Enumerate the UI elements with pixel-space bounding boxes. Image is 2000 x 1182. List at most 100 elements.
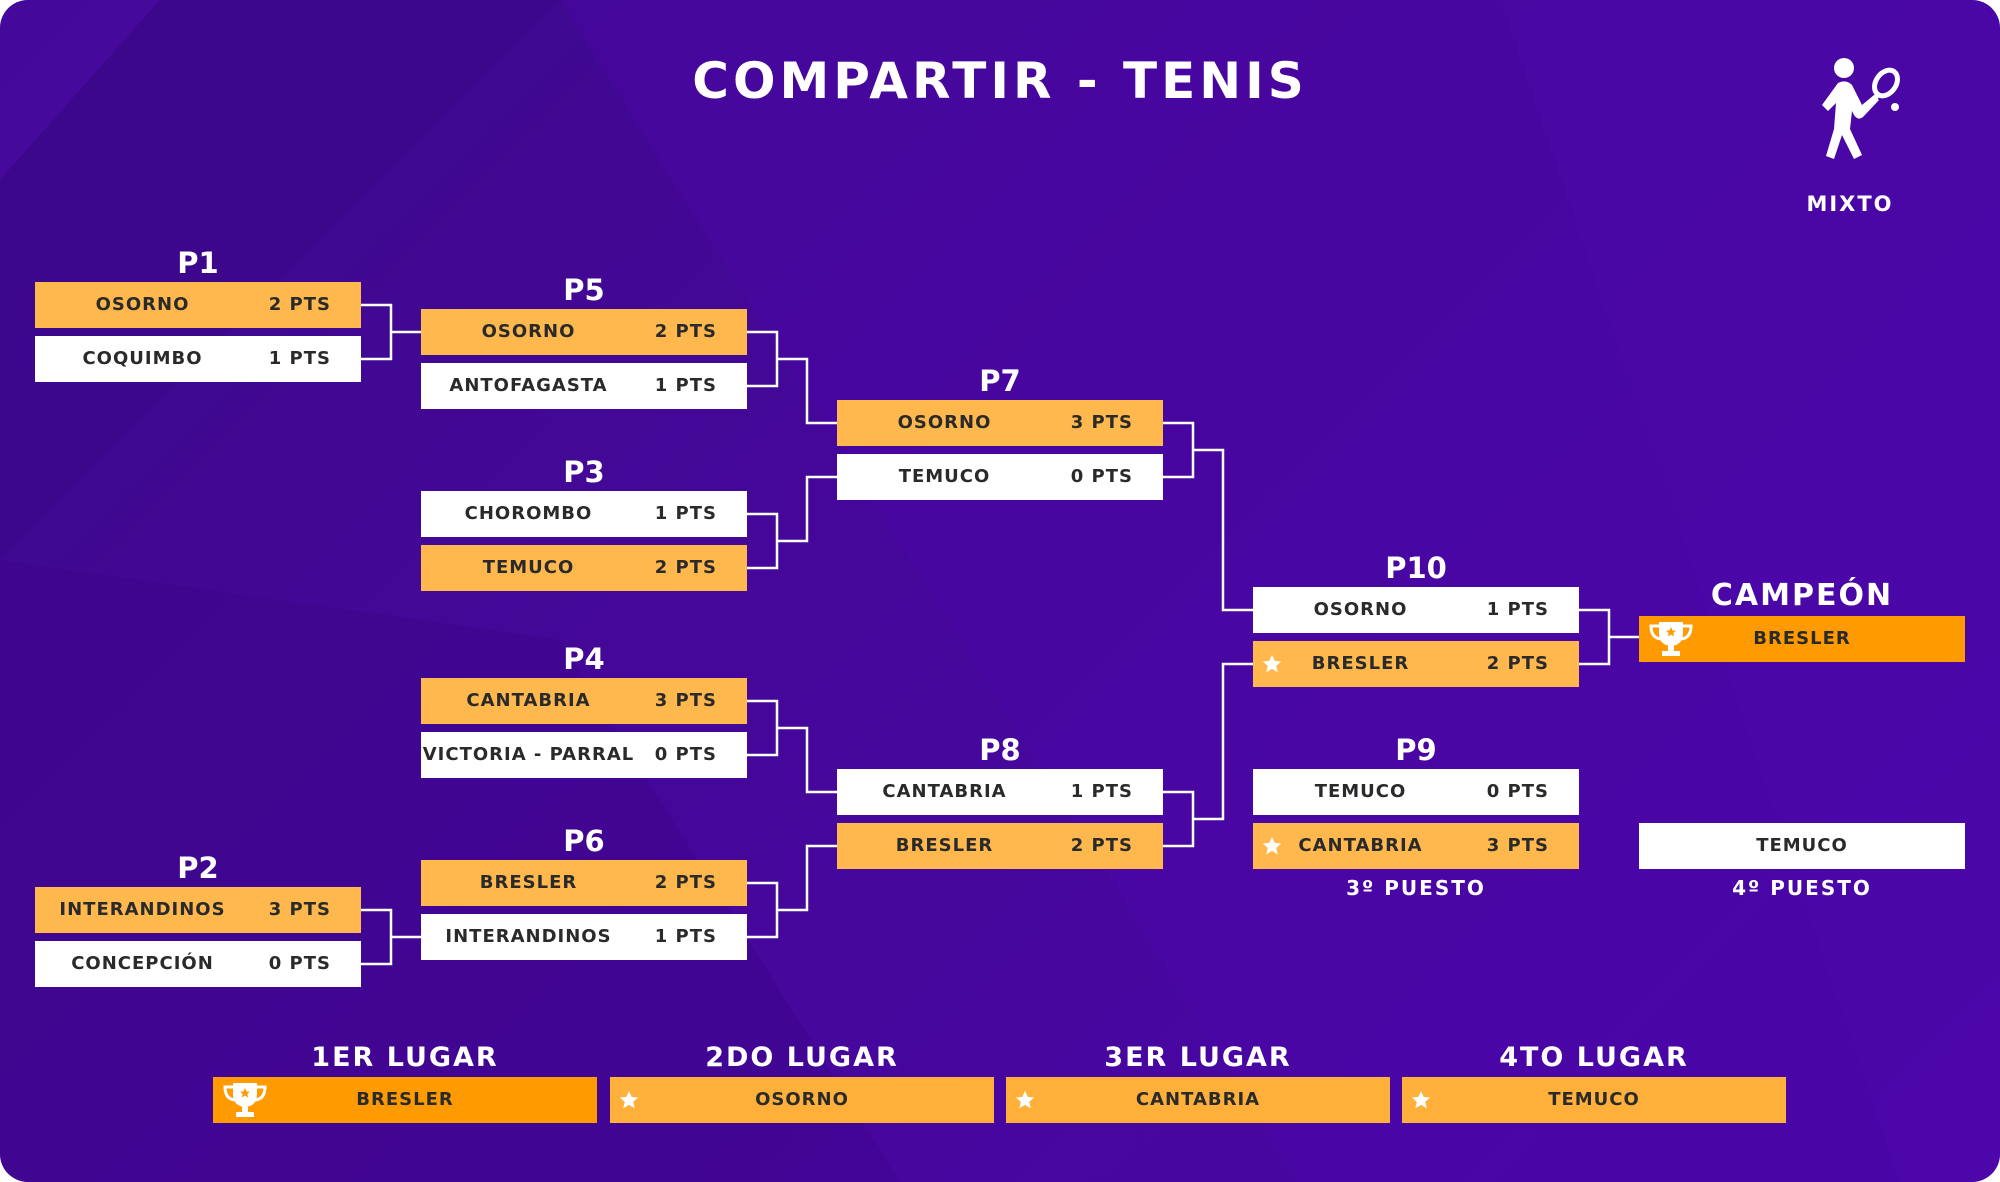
match-label-p8: P8 <box>979 733 1021 767</box>
star-icon <box>1411 1090 1431 1109</box>
podium-second: OSORNO <box>610 1077 994 1123</box>
page-title: COMPARTIR - TENIS <box>692 52 1308 110</box>
team-points: 2 PTS <box>654 321 717 342</box>
category-label: MIXTO <box>1806 192 1894 216</box>
match-p8-team-1: CANTABRIA 1 PTS <box>837 769 1163 815</box>
match-p5-team-2: ANTOFAGASTA 1 PTS <box>421 363 747 409</box>
match-p10-team-1: OSORNO 1 PTS <box>1253 587 1579 633</box>
fourth-place-caption: 4º PUESTO <box>1732 876 1872 900</box>
match-p7-team-1: OSORNO 3 PTS <box>837 400 1163 446</box>
team-name: TEMUCO <box>898 466 991 487</box>
podium-first: BRESLER <box>213 1077 597 1123</box>
podium-label-first: 1ER LUGAR <box>311 1042 499 1073</box>
team-points: 1 PTS <box>654 375 717 396</box>
tennis-player-icon <box>1822 58 1900 159</box>
team-name: CHOROMBO <box>464 503 593 524</box>
match-label-p7: P7 <box>979 364 1021 398</box>
team-points: 2 PTS <box>268 294 331 315</box>
fourth-place-team: TEMUCO <box>1756 835 1848 856</box>
team-name: COQUIMBO <box>82 348 203 369</box>
match-p2-team-1: INTERANDINOS 3 PTS <box>35 887 361 933</box>
champion-team: BRESLER <box>1753 628 1851 649</box>
match-p8-team-2: BRESLER 2 PTS <box>837 823 1163 869</box>
team-name: CANTABRIA <box>466 690 591 711</box>
fourth-place-box: TEMUCO <box>1639 823 1965 869</box>
team-points: 0 PTS <box>1070 466 1133 487</box>
team-name: BRESLER <box>895 835 994 856</box>
team-points: 3 PTS <box>268 899 331 920</box>
podium-label-third: 3ER LUGAR <box>1104 1042 1292 1073</box>
match-p3-team-1: CHOROMBO 1 PTS <box>421 491 747 537</box>
team-points: 0 PTS <box>1486 781 1549 802</box>
team-name: BRESLER <box>479 872 578 893</box>
team-name: INTERANDINOS <box>59 899 226 920</box>
match-p2-team-2: CONCEPCIÓN 0 PTS <box>35 941 361 987</box>
team-points: 0 PTS <box>268 953 331 974</box>
match-p6-team-2: INTERANDINOS 1 PTS <box>421 914 747 960</box>
team-name: VICTORIA - PARRAL <box>422 744 635 765</box>
match-p10-team-2: BRESLER 2 PTS <box>1253 641 1579 687</box>
match-p5-team-1: OSORNO 2 PTS <box>421 309 747 355</box>
match-label-p10: P10 <box>1385 551 1447 585</box>
podium-team: TEMUCO <box>1548 1089 1640 1110</box>
team-name: ANTOFAGASTA <box>449 375 608 396</box>
team-name: OSORNO <box>95 294 190 315</box>
team-name: TEMUCO <box>1314 781 1407 802</box>
team-points: 1 PTS <box>1070 781 1133 802</box>
team-name: CONCEPCIÓN <box>71 953 214 974</box>
champion-box: BRESLER <box>1639 616 1965 662</box>
podium-team: OSORNO <box>755 1089 849 1110</box>
star-icon <box>1262 654 1282 673</box>
match-p6-team-1: BRESLER 2 PTS <box>421 860 747 906</box>
match-label-p3: P3 <box>563 455 605 489</box>
team-name: INTERANDINOS <box>445 926 612 947</box>
team-name: OSORNO <box>897 412 992 433</box>
match-label-p5: P5 <box>563 273 605 307</box>
match-label-p2: P2 <box>177 851 219 885</box>
match-p4-team-1: CANTABRIA 3 PTS <box>421 678 747 724</box>
star-icon <box>619 1090 639 1109</box>
star-icon <box>1262 836 1282 855</box>
match-p9-team-2: CANTABRIA 3 PTS <box>1253 823 1579 869</box>
team-points: 1 PTS <box>654 503 717 524</box>
podium-third: CANTABRIA <box>1006 1077 1390 1123</box>
team-points: 2 PTS <box>1486 653 1549 674</box>
podium-team: CANTABRIA <box>1135 1089 1261 1110</box>
match-p1-team-2: COQUIMBO 1 PTS <box>35 336 361 382</box>
trophy-icon <box>223 1083 267 1117</box>
team-points: 1 PTS <box>1486 599 1549 620</box>
match-p9-team-1: TEMUCO 0 PTS <box>1253 769 1579 815</box>
team-name: CANTABRIA <box>882 781 1007 802</box>
team-name: TEMUCO <box>482 557 575 578</box>
podium-label-fourth: 4TO LUGAR <box>1499 1042 1689 1073</box>
team-name: CANTABRIA <box>1298 835 1423 856</box>
match-label-p9: P9 <box>1395 733 1437 767</box>
podium-team: BRESLER <box>356 1089 454 1110</box>
team-name: OSORNO <box>481 321 576 342</box>
third-place-caption: 3º PUESTO <box>1346 876 1486 900</box>
podium-fourth: TEMUCO <box>1402 1077 1786 1123</box>
team-points: 2 PTS <box>654 557 717 578</box>
match-label-p6: P6 <box>563 824 605 858</box>
team-points: 3 PTS <box>1486 835 1549 856</box>
match-p4-team-2: VICTORIA - PARRAL 0 PTS <box>421 732 747 778</box>
team-name: BRESLER <box>1311 653 1410 674</box>
team-points: 1 PTS <box>654 926 717 947</box>
match-label-p1: P1 <box>177 246 219 280</box>
team-points: 2 PTS <box>1070 835 1133 856</box>
champion-label: CAMPEÓN <box>1710 578 1894 613</box>
match-label-p4: P4 <box>563 642 605 676</box>
match-p1-team-1: OSORNO 2 PTS <box>35 282 361 328</box>
match-p7-team-2: TEMUCO 0 PTS <box>837 454 1163 500</box>
match-p3-team-2: TEMUCO 2 PTS <box>421 545 747 591</box>
team-name: OSORNO <box>1313 599 1408 620</box>
podium-label-second: 2DO LUGAR <box>705 1042 899 1073</box>
team-points: 2 PTS <box>654 872 717 893</box>
team-points: 3 PTS <box>1070 412 1133 433</box>
star-icon <box>1015 1090 1035 1109</box>
team-points: 0 PTS <box>654 744 717 765</box>
team-points: 3 PTS <box>654 690 717 711</box>
trophy-icon <box>1649 622 1693 656</box>
team-points: 1 PTS <box>268 348 331 369</box>
